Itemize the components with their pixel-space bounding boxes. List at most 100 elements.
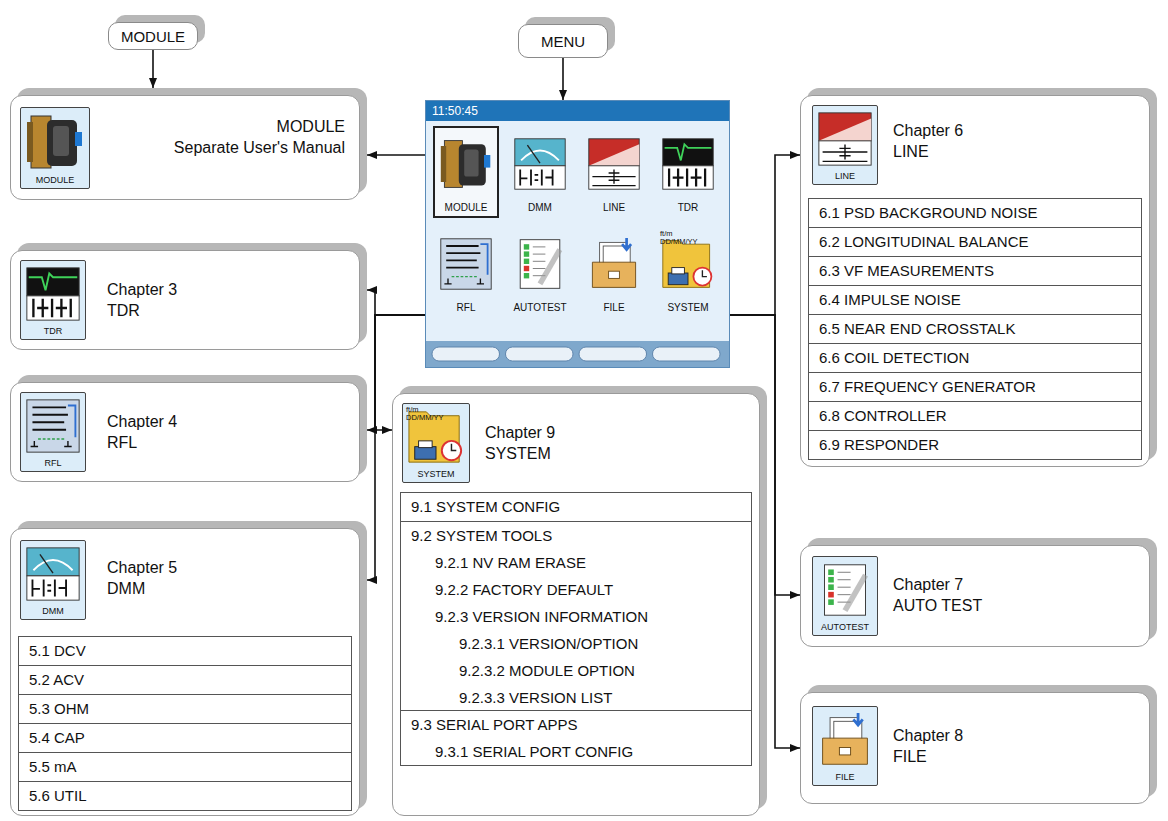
panel-heading: Chapter 8	[893, 725, 963, 746]
icon-label: TDR	[44, 326, 63, 337]
text-holder: MODULE	[435, 128, 497, 216]
text-holder: 9.3 SERIAL PORT APPS9.3.1 SERIAL PORT CO…	[401, 711, 751, 765]
icon-label: ft/m	[406, 406, 419, 414]
rfl-icon-art	[439, 231, 493, 297]
screen-icon: MODULE	[433, 126, 499, 218]
menu-row: 6.6 COIL DETECTION	[808, 343, 1142, 373]
text-holder: TDR	[657, 128, 719, 216]
text-holder: 6.6 COIL DETECTION	[809, 344, 1141, 372]
menu-item: 9.2.2 FACTORY DEFAULT	[411, 576, 741, 603]
icon-label: SYSTEM	[417, 469, 454, 480]
text-holder: ft/mDD/MM/YYSYSTEM	[657, 228, 719, 316]
menu-row: 5.2 ACV	[18, 665, 352, 695]
menu-item: 6.9 RESPONDER	[819, 431, 1131, 459]
icon-label: FILE	[835, 772, 854, 783]
menu-item: 5.2 ACV	[29, 666, 341, 694]
menu-item: 5.1 DCV	[29, 637, 341, 665]
dmm-icon-art	[25, 544, 81, 604]
screen-icon: RFL	[433, 226, 499, 318]
text-holder: Chapter 5DMM	[107, 557, 177, 599]
menu-group: 9.2 SYSTEM TOOLS9.2.1 NV RAM ERASE9.2.2 …	[400, 521, 752, 712]
icon-label: LINE	[835, 171, 855, 182]
panel-heading: AUTO TEST	[893, 595, 982, 616]
panel-heading: SYSTEM	[485, 443, 555, 464]
text-holder: FILE	[583, 228, 645, 316]
line-icon-art	[817, 109, 873, 169]
menu-item: 6.5 NEAR END CROSSTALK	[819, 315, 1131, 343]
text-holder: RFL	[21, 393, 85, 471]
icon-label: TDR	[678, 202, 699, 214]
tdr-icon-art	[661, 131, 715, 197]
icon-label: SYSTEM	[667, 302, 708, 314]
panel-heading: Chapter 3	[107, 279, 177, 300]
menu-item: 6.7 FREQUENCY GENERATOR	[819, 373, 1131, 401]
menu-icon: ft/mDD/MM/YY SYSTEM	[402, 403, 470, 483]
text-holder: 5.1 DCV	[19, 637, 351, 665]
key-label: MODULE	[121, 28, 185, 45]
text-holder: 6.2 LONGITUDINAL BALANCE	[809, 228, 1141, 256]
screen-icon: AUTOTEST	[507, 226, 573, 318]
icon-label: MODULE	[445, 202, 488, 214]
icon-label: RFL	[44, 458, 61, 469]
panel-heading: Chapter 6	[893, 120, 963, 141]
text-holder: 6.5 NEAR END CROSSTALK	[809, 315, 1141, 343]
menu-row: 9.1 SYSTEM CONFIG	[400, 492, 752, 522]
file-icon-art	[817, 710, 873, 770]
icon-label: LINE	[603, 202, 625, 214]
chapter-panel: TDRChapter 3TDR	[10, 250, 360, 350]
autotest-icon-art	[513, 231, 567, 297]
menu-connector	[730, 155, 800, 315]
icon-label: AUTOTEST	[821, 622, 869, 633]
key-label: MENU	[541, 33, 585, 50]
menu-connector	[367, 290, 425, 315]
menu-item: 9.2.3.2 MODULE OPTION	[411, 657, 741, 684]
menu-row: 5.5 mA	[18, 752, 352, 782]
menu-item: 6.1 PSD BACKGROUND NOISE	[819, 199, 1131, 227]
menu-row: 6.2 LONGITUDINAL BALANCE	[808, 227, 1142, 257]
panel-heading: LINE	[893, 141, 963, 162]
menu-item: 5.5 mA	[29, 753, 341, 781]
file-icon-art	[587, 231, 641, 297]
icon-label: DMM	[42, 606, 64, 617]
text-holder: DMM	[21, 541, 85, 619]
panel-heading: Chapter 5	[107, 557, 177, 578]
text-holder: 5.5 mA	[19, 753, 351, 781]
menu-connector	[367, 154, 425, 156]
text-holder: 6.9 RESPONDER	[809, 431, 1141, 459]
icon-label: MODULE	[36, 175, 75, 186]
menu-icon: LINE	[812, 105, 878, 185]
chapter-panel: DMM 5.1 DCV5.2 ACV5.3 OHM5.4 CAP5.5 mA5.6…	[10, 528, 360, 816]
autotest-icon-art	[817, 560, 873, 620]
text-holder: 9.2 SYSTEM TOOLS9.2.1 NV RAM ERASE9.2.2 …	[401, 522, 751, 711]
text-holder: TDR	[21, 261, 85, 339]
panel-heading: FILE	[893, 746, 963, 767]
menu-item: 6.3 VF MEASUREMENTS	[819, 257, 1131, 285]
clock-text: 11:50:45	[432, 101, 478, 121]
text-holder: 6.7 FREQUENCY GENERATOR	[809, 373, 1141, 401]
menu-row: 6.8 CONTROLLER	[808, 401, 1142, 431]
module-icon-art	[25, 111, 85, 173]
text-holder: 5.4 CAP	[19, 724, 351, 752]
text-holder: AUTOTEST	[813, 557, 877, 635]
menu-row: 5.4 CAP	[18, 723, 352, 753]
menu-item: 6.6 COIL DETECTION	[819, 344, 1131, 372]
text-holder: Chapter 4RFL	[107, 411, 177, 453]
chapter-panel: AUTOTESTChapter 7AUTO TEST	[800, 545, 1150, 647]
chapter-panel: FILEChapter 8FILE	[800, 692, 1150, 804]
menu-item: 5.6 UTIL	[29, 782, 341, 810]
menu-row: 6.4 IMPULSE NOISE	[808, 285, 1142, 315]
menu-item: 9.2.3.1 VERSION/OPTION	[411, 630, 741, 657]
text-holder: Chapter 9SYSTEM	[485, 422, 555, 464]
icon-label: ft/m	[660, 230, 673, 238]
text-holder: AUTOTEST	[509, 228, 571, 316]
line-icon-art	[587, 131, 641, 197]
key-tab: MENU	[518, 24, 608, 58]
menu-connector	[152, 50, 154, 88]
menu-row: 6.7 FREQUENCY GENERATOR	[808, 372, 1142, 402]
menu-row: 5.3 OHM	[18, 694, 352, 724]
soft-keys	[426, 346, 729, 362]
text-holder: MODULE	[21, 108, 89, 188]
menu-row: 5.6 UTIL	[18, 781, 352, 811]
text-holder: RFL	[435, 228, 497, 316]
icon-label: DD/MM/YY	[406, 414, 444, 422]
